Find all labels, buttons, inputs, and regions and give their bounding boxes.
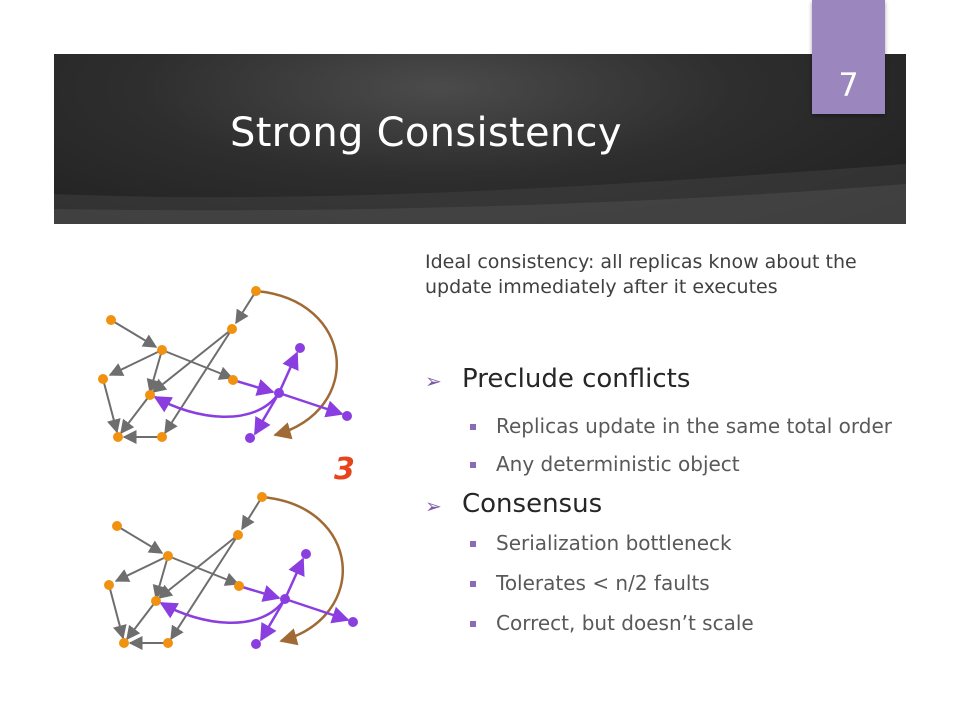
graph-edge bbox=[102, 378, 121, 434]
sub-bullet-item: Any deterministic object bbox=[425, 452, 905, 477]
diagram-label: 3 bbox=[334, 452, 355, 487]
graph-edge bbox=[284, 597, 350, 624]
replica-node bbox=[145, 390, 155, 400]
replica-node bbox=[274, 388, 284, 398]
bullet-text: Preclude conflicts bbox=[462, 364, 691, 394]
sub-bullet-text: Correct, but doesn’t scale bbox=[496, 611, 754, 635]
bullet-item: ➢ Consensus bbox=[425, 489, 905, 519]
graph-edge bbox=[277, 351, 299, 394]
graph-edge bbox=[278, 391, 344, 418]
replica-node bbox=[228, 375, 238, 385]
sub-bullet-text: Tolerates < n/2 faults bbox=[496, 571, 710, 595]
replica-node bbox=[227, 324, 237, 334]
replica-node bbox=[280, 594, 290, 604]
title-band bbox=[54, 54, 906, 224]
square-bullet-icon bbox=[470, 621, 476, 627]
replica-node bbox=[163, 551, 173, 561]
replica-node bbox=[104, 580, 114, 590]
graph-top bbox=[98, 286, 352, 444]
graph-edge bbox=[164, 328, 233, 435]
bullet-item: ➢ Preclude conflicts bbox=[425, 364, 905, 394]
arrowhead-bullet-icon: ➢ bbox=[425, 369, 442, 393]
graph-edge bbox=[108, 349, 163, 376]
graph-edge bbox=[283, 557, 305, 600]
replica-node bbox=[245, 433, 255, 443]
replica-node bbox=[112, 521, 122, 531]
sub-bullet-item: Replicas update in the same total order bbox=[425, 414, 905, 439]
replica-node bbox=[163, 638, 173, 648]
replica-graph-diagram bbox=[98, 286, 358, 650]
graph-edge bbox=[238, 584, 281, 602]
title-band-swoosh bbox=[54, 164, 906, 224]
replica-node bbox=[295, 343, 305, 353]
sub-bullet-text: Any deterministic object bbox=[496, 452, 740, 476]
replica-node bbox=[119, 638, 129, 648]
replica-node bbox=[157, 345, 167, 355]
slide-title: Strong Consistency bbox=[230, 110, 622, 156]
replica-node bbox=[342, 411, 352, 421]
replica-node bbox=[251, 286, 261, 296]
graph-edge bbox=[241, 496, 263, 531]
replica-node bbox=[251, 639, 261, 649]
sub-bullet-item: Tolerates < n/2 faults bbox=[425, 571, 905, 596]
graph-edge bbox=[170, 534, 239, 641]
replica-node bbox=[157, 432, 167, 442]
arrowhead-bullet-icon: ➢ bbox=[425, 494, 442, 518]
sub-bullet-item: Serialization bottleneck bbox=[425, 531, 905, 556]
replica-node bbox=[151, 596, 161, 606]
replica-node bbox=[301, 549, 311, 559]
graph-edge bbox=[126, 600, 157, 641]
page-number-tab bbox=[812, 0, 885, 114]
graph-edge bbox=[114, 555, 169, 582]
replica-node bbox=[233, 530, 243, 540]
graph-edge bbox=[116, 525, 164, 554]
replica-node bbox=[348, 617, 358, 627]
graph-edge bbox=[151, 328, 233, 393]
graph-edge bbox=[110, 319, 158, 348]
replica-node bbox=[98, 374, 108, 384]
page-number: 7 bbox=[838, 66, 859, 104]
square-bullet-icon bbox=[470, 424, 476, 430]
replica-node bbox=[257, 492, 267, 502]
replica-node bbox=[234, 581, 244, 591]
square-bullet-icon bbox=[470, 462, 476, 468]
bullet-text: Consensus bbox=[462, 489, 603, 519]
graph-edge bbox=[235, 290, 257, 325]
sub-bullet-item: Correct, but doesn’t scale bbox=[425, 611, 905, 636]
bullet-list: ➢ Preclude conflicts Replicas update in … bbox=[425, 364, 905, 636]
graph-edge bbox=[157, 534, 239, 599]
square-bullet-icon bbox=[470, 581, 476, 587]
replica-node bbox=[113, 432, 123, 442]
graph-edge bbox=[161, 349, 234, 380]
graph-bottom bbox=[104, 492, 358, 650]
graph-edge bbox=[153, 392, 281, 418]
graph-edge bbox=[255, 289, 338, 440]
square-bullet-icon bbox=[470, 541, 476, 547]
replica-node bbox=[106, 315, 116, 325]
intro-text: Ideal consistency: all replicas know abo… bbox=[425, 251, 857, 298]
graph-edge bbox=[159, 598, 287, 624]
sub-bullet-text: Replicas update in the same total order bbox=[496, 414, 892, 438]
graph-edge bbox=[232, 378, 275, 396]
graph-edge bbox=[108, 584, 127, 640]
sub-bullet-text: Serialization bottleneck bbox=[496, 531, 732, 555]
graph-edge bbox=[167, 555, 240, 586]
graph-edge bbox=[261, 495, 344, 646]
graph-edge bbox=[120, 394, 151, 435]
